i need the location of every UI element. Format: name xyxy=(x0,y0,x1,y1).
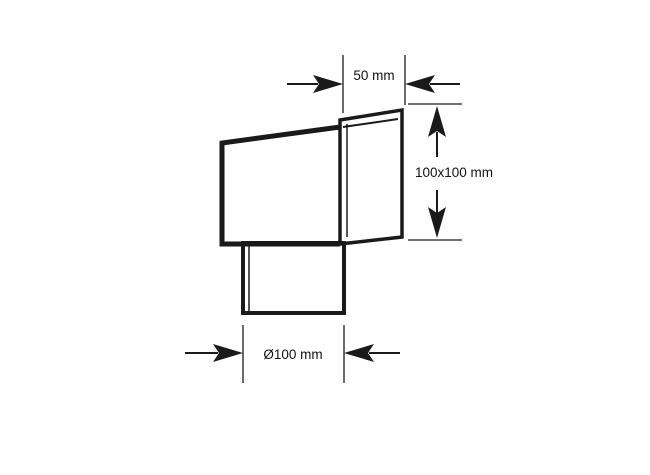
dimension-diameter xyxy=(185,325,400,383)
dimension-section-arrowheads xyxy=(428,106,446,238)
round-spigot xyxy=(241,241,346,315)
label-top-width: 50 mm xyxy=(353,68,394,83)
box-body xyxy=(219,124,341,247)
dimension-top-arrowheads xyxy=(313,75,435,93)
end-plate-top-edge xyxy=(342,118,399,128)
label-section: 100x100 mm xyxy=(415,165,493,180)
arrowhead-right-pointing xyxy=(313,75,343,93)
dimension-section xyxy=(408,103,462,241)
arrowhead-down-pointing xyxy=(428,207,446,238)
spigot-outline xyxy=(241,241,346,315)
arrowhead-right-pointing xyxy=(213,344,243,362)
arrowhead-left-pointing xyxy=(344,344,374,362)
arrowhead-left-pointing xyxy=(405,75,435,93)
arrowhead-up-pointing xyxy=(428,106,446,137)
box-outline xyxy=(219,124,341,247)
label-diameter: Ø100 mm xyxy=(263,347,322,362)
end-plate xyxy=(338,107,404,246)
end-plate-outline xyxy=(338,107,404,246)
dimension-diameter-arrowheads xyxy=(213,344,374,362)
